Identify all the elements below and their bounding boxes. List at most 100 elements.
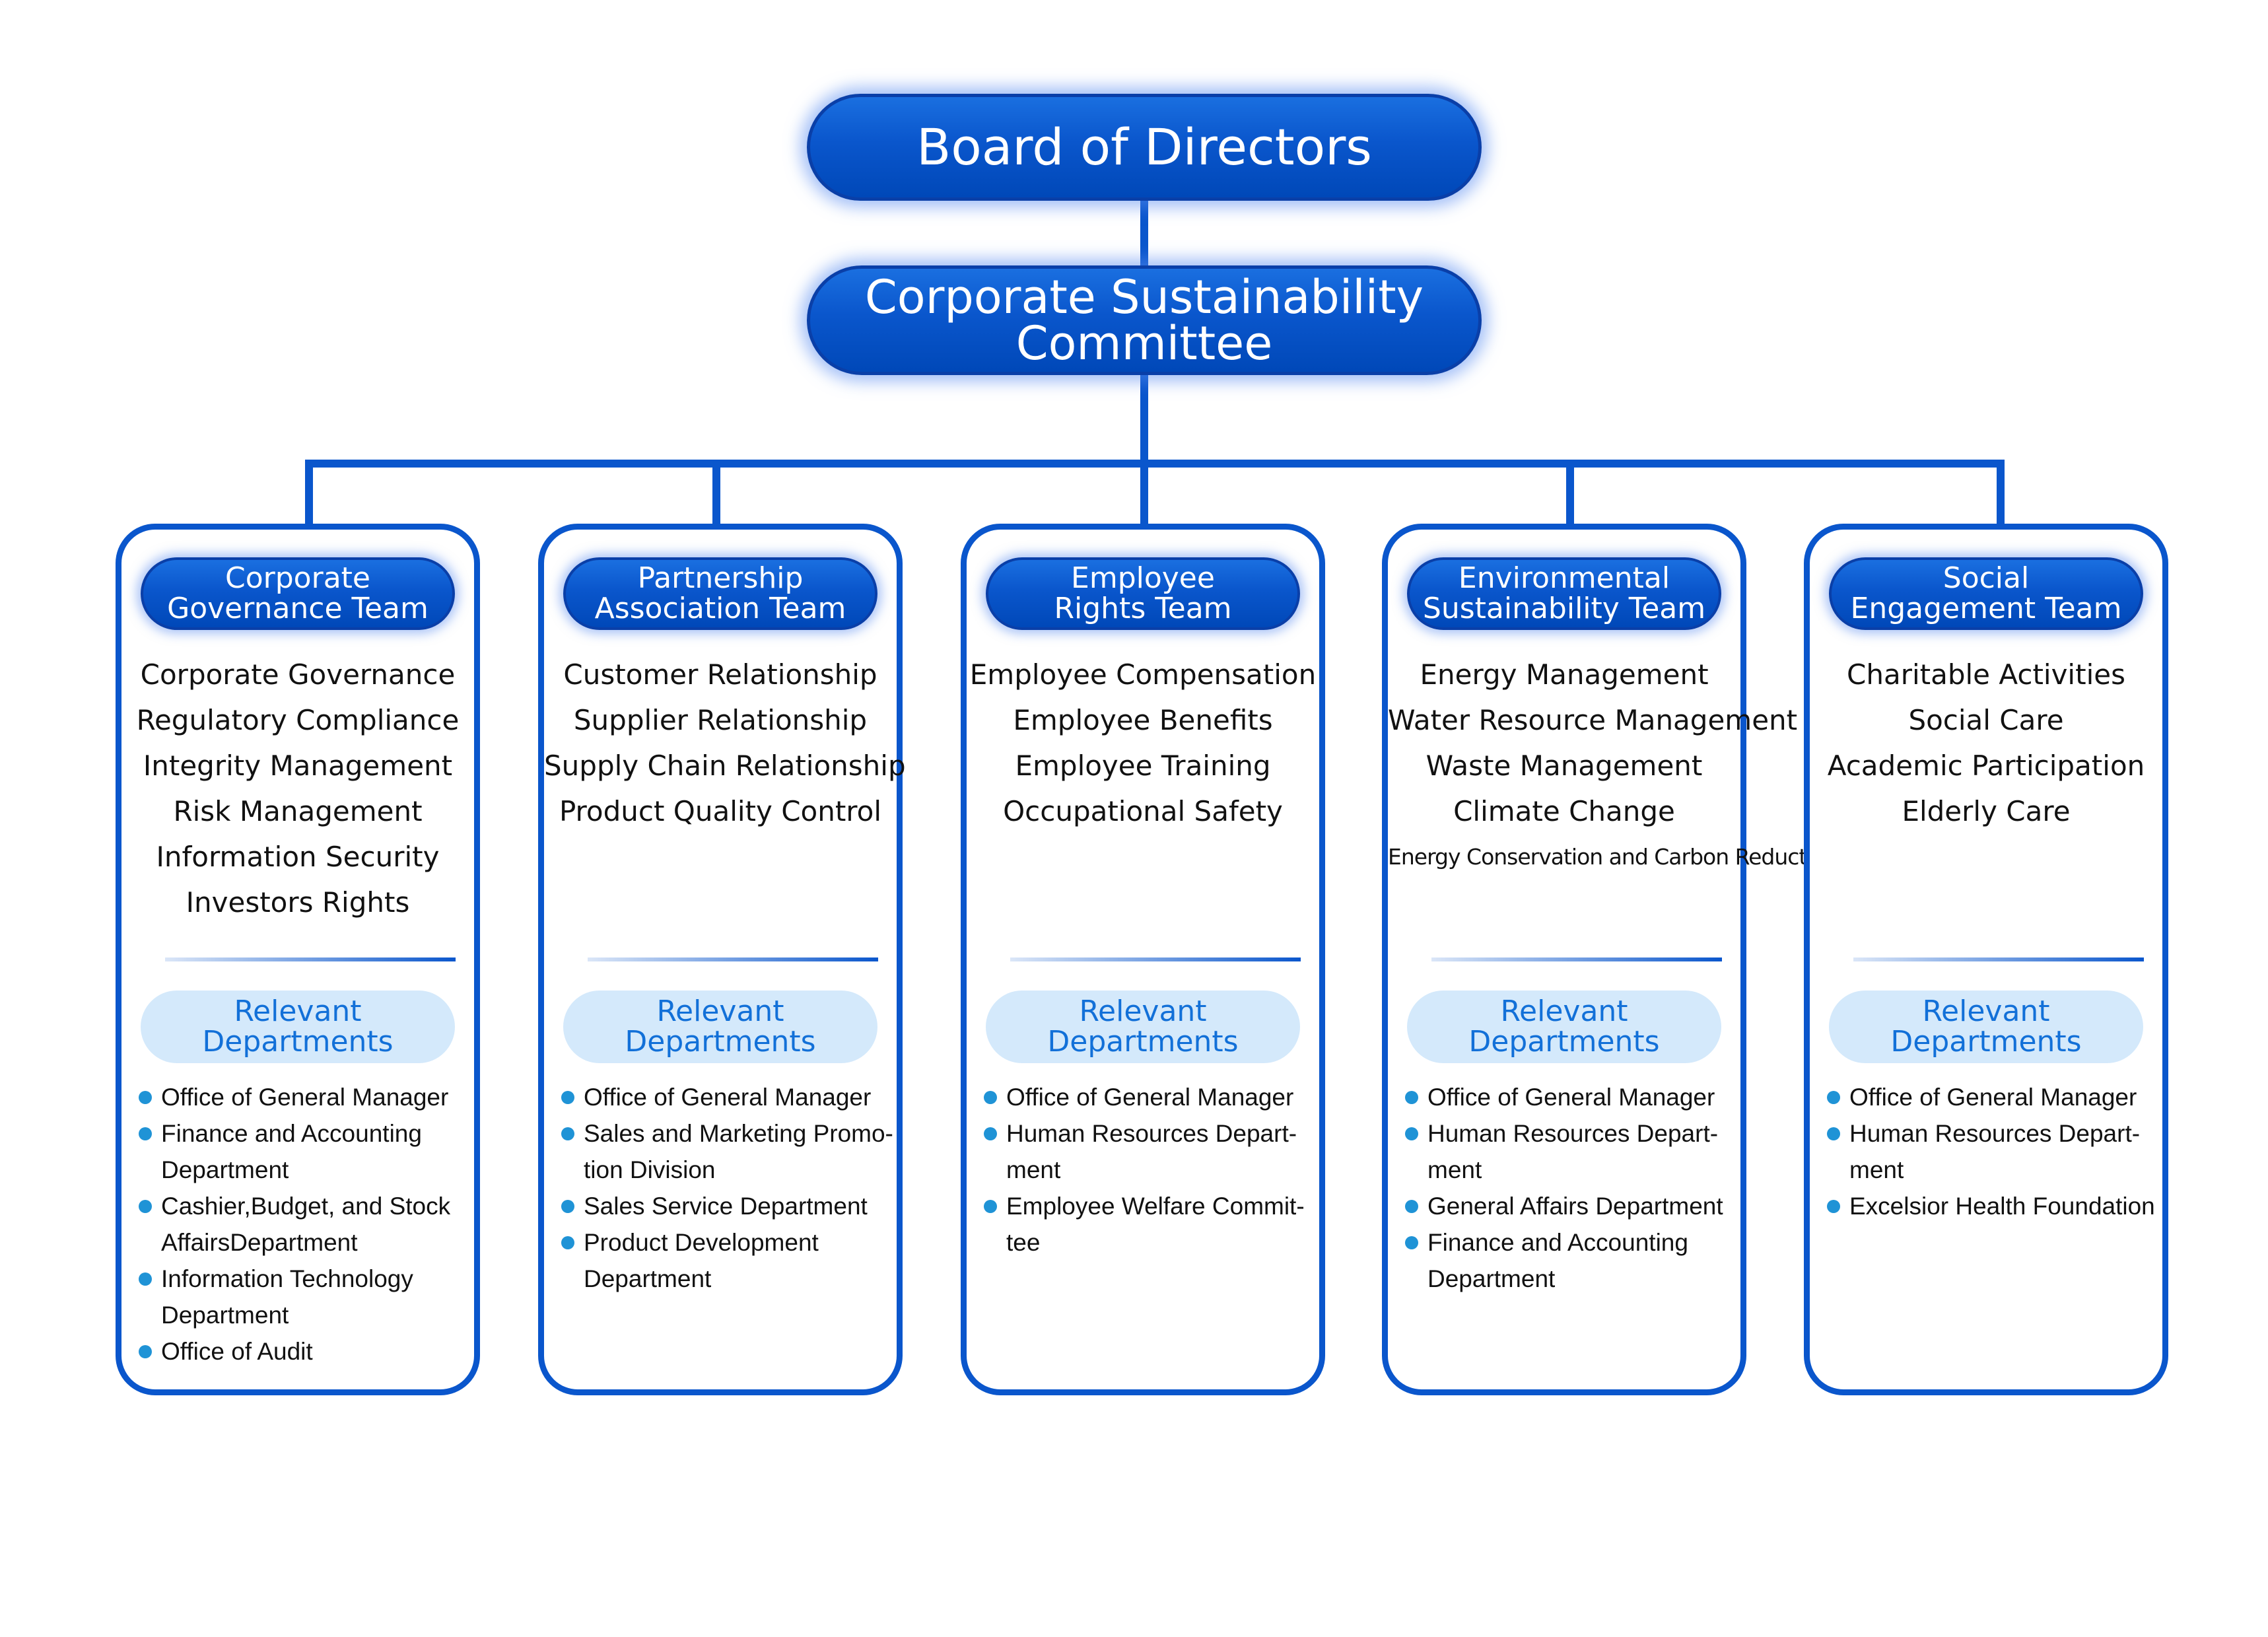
department-text-line: Information Technology bbox=[161, 1265, 413, 1292]
relevant-departments-label-line: Relevant bbox=[1500, 994, 1628, 1028]
bullet-dot-icon bbox=[561, 1091, 574, 1104]
bullet-dot-icon bbox=[139, 1091, 152, 1104]
section-divider bbox=[1010, 958, 1301, 961]
bullet-dot-icon bbox=[1405, 1236, 1418, 1249]
topic-item: Supply Chain Relationship bbox=[544, 749, 906, 782]
topic-item: Elderly Care bbox=[1902, 795, 2071, 827]
department-text-line: Department bbox=[161, 1156, 289, 1183]
department-item: Office of General Manager bbox=[1405, 1079, 1729, 1115]
department-item: General Affairs Department bbox=[1405, 1188, 1729, 1224]
relevant-departments-label-line: Departments bbox=[1890, 1025, 2082, 1059]
bullet-dot-icon bbox=[139, 1345, 152, 1358]
team-title-line: Association Team bbox=[594, 592, 846, 625]
bullet-dot-icon bbox=[139, 1272, 152, 1286]
department-text-line: Product Development bbox=[584, 1229, 819, 1256]
topic-item: Social Care bbox=[1908, 704, 2064, 736]
topic-item: Charitable Activities bbox=[1847, 658, 2125, 691]
team-title-line: Sustainability Team bbox=[1422, 592, 1706, 625]
team-title-line: Environmental bbox=[1458, 561, 1670, 595]
topic-item: Occupational Safety bbox=[1003, 795, 1283, 827]
department-text-line: Department bbox=[1427, 1265, 1556, 1292]
team-title-line: Governance Team bbox=[167, 592, 429, 625]
department-text-line: Office of General Manager bbox=[161, 1084, 449, 1111]
department-text-line: Office of Audit bbox=[161, 1338, 313, 1365]
topic-item: Integrity Management bbox=[143, 749, 453, 782]
relevant-departments-label-line: Relevant bbox=[656, 994, 784, 1028]
board-label: Board of Directors bbox=[916, 118, 1372, 176]
section-divider bbox=[165, 958, 456, 961]
department-text-line: Human Resources Depart- bbox=[1849, 1120, 2141, 1147]
team-title-line: Engagement Team bbox=[1850, 592, 2122, 625]
topic-item: Water Resource Management bbox=[1388, 704, 1798, 736]
topic-item: Employee Compensation bbox=[969, 658, 1317, 691]
department-item: Office of General Manager bbox=[1827, 1079, 2150, 1115]
bullet-dot-icon bbox=[1405, 1091, 1418, 1104]
department-text-line: Employee Welfare Commit- bbox=[1006, 1193, 1305, 1220]
topic-item: Energy Conservation and Carbon Reduction bbox=[1388, 844, 1839, 870]
topic-item: Information Security bbox=[156, 841, 440, 873]
department-text-line: Office of General Manager bbox=[584, 1084, 872, 1111]
topic-item: Regulatory Compliance bbox=[136, 704, 460, 736]
department-item: Office of General Manager bbox=[984, 1079, 1307, 1115]
section-divider bbox=[1431, 958, 1722, 961]
bullet-dot-icon bbox=[561, 1200, 574, 1213]
department-text-line: ment bbox=[1849, 1156, 1904, 1183]
department-text-line: tion Division bbox=[584, 1156, 716, 1183]
team-title-line: Corporate bbox=[225, 561, 370, 595]
topic-item: Risk Management bbox=[173, 795, 423, 827]
bullet-dot-icon bbox=[984, 1200, 997, 1213]
board-of-directors-box: Board of Directors bbox=[807, 94, 1482, 201]
topic-item: Supplier Relationship bbox=[573, 704, 868, 736]
relevant-departments-label-line: Departments bbox=[202, 1025, 394, 1059]
department-text-line: Sales Service Department bbox=[584, 1193, 868, 1220]
relevant-departments-label-line: Departments bbox=[1468, 1025, 1660, 1059]
bullet-dot-icon bbox=[1827, 1127, 1840, 1140]
committee-label-line-2: Committee bbox=[1015, 316, 1273, 370]
department-item: Human Resources Depart-ment bbox=[984, 1115, 1307, 1188]
department-text-line: Excelsior Health Foundation bbox=[1849, 1193, 2155, 1220]
department-text-line: Human Resources Depart- bbox=[1427, 1120, 1719, 1147]
topic-item: Investors Rights bbox=[186, 886, 410, 919]
department-item: Office of General Manager bbox=[139, 1079, 462, 1115]
team-title-line: Rights Team bbox=[1054, 592, 1232, 625]
department-text-line: Office of General Manager bbox=[1849, 1084, 2137, 1111]
bullet-dot-icon bbox=[984, 1127, 997, 1140]
topic-item: Employee Benefits bbox=[1013, 704, 1273, 736]
topic-item: Climate Change bbox=[1453, 795, 1675, 827]
team-title-line: Employee bbox=[1071, 561, 1215, 595]
bullet-dot-icon bbox=[1827, 1200, 1840, 1213]
section-divider bbox=[588, 958, 878, 961]
section-divider bbox=[1853, 958, 2144, 961]
topic-item: Academic Participation bbox=[1827, 749, 2145, 782]
team-title-line: Partnership bbox=[637, 561, 804, 595]
team-title-line: Social bbox=[1942, 561, 2030, 595]
topic-item: Waste Management bbox=[1426, 749, 1703, 782]
department-item: Office of Audit bbox=[139, 1333, 462, 1370]
bullet-dot-icon bbox=[139, 1200, 152, 1213]
topic-item: Product Quality Control bbox=[559, 795, 882, 827]
topic-item: Corporate Governance bbox=[140, 658, 456, 691]
department-text-line: Office of General Manager bbox=[1427, 1084, 1715, 1111]
committee-label-line-1: Corporate Sustainability bbox=[864, 270, 1424, 324]
